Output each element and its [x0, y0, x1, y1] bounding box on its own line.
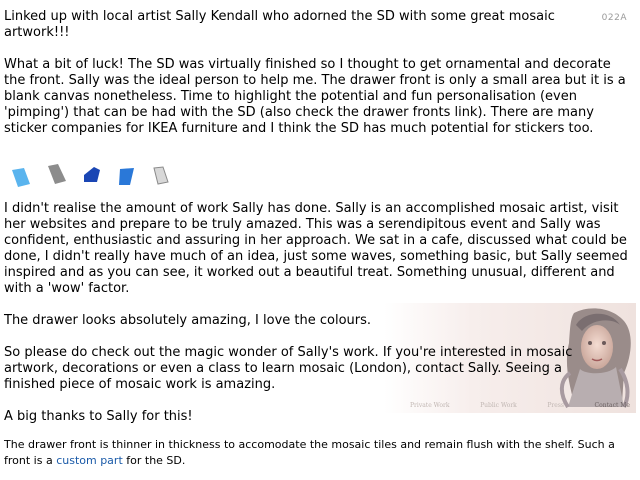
banner-nav-press[interactable]: Press — [547, 402, 564, 409]
tile-grey — [48, 164, 66, 184]
page-id-label: 022A — [601, 13, 627, 23]
banner-nav-private-work[interactable]: Private Work — [410, 402, 450, 409]
tile-dark-blue — [84, 167, 100, 182]
banner-navigation: Private Work Public Work Press Contact M… — [384, 402, 636, 409]
custom-part-link[interactable]: custom part — [56, 454, 123, 467]
footnote-text-after: for the SD. — [122, 454, 186, 467]
drawer-paragraph: The drawer looks absolutely amazing, I l… — [4, 313, 372, 328]
banner-nav-contact-me[interactable]: Contact Me — [594, 402, 630, 409]
banner-nav-public-work[interactable]: Public Work — [480, 402, 517, 409]
intro-paragraph: Linked up with local artist Sally Kendal… — [4, 9, 555, 40]
portrait-image — [559, 308, 631, 409]
thanks-paragraph: A big thanks to Sally for this! — [4, 409, 193, 424]
footnote: The drawer front is thinner in thickness… — [4, 437, 636, 469]
please-paragraph: So please do check out the magic wonder … — [4, 345, 573, 392]
tile-pale-grey — [153, 166, 169, 185]
luck-paragraph: What a bit of luck! The SD was virtually… — [4, 57, 626, 136]
mosaic-tiles-illustration — [12, 164, 169, 187]
tile-light-blue — [12, 168, 30, 187]
tile-blue — [119, 168, 134, 185]
sally-paragraph: I didn't realise the amount of work Sall… — [4, 201, 628, 296]
footnote-text-before: The drawer front is thinner in thickness… — [4, 438, 615, 467]
sally-kendall-website-banner[interactable]: Private Work Public Work Press Contact M… — [384, 303, 636, 413]
